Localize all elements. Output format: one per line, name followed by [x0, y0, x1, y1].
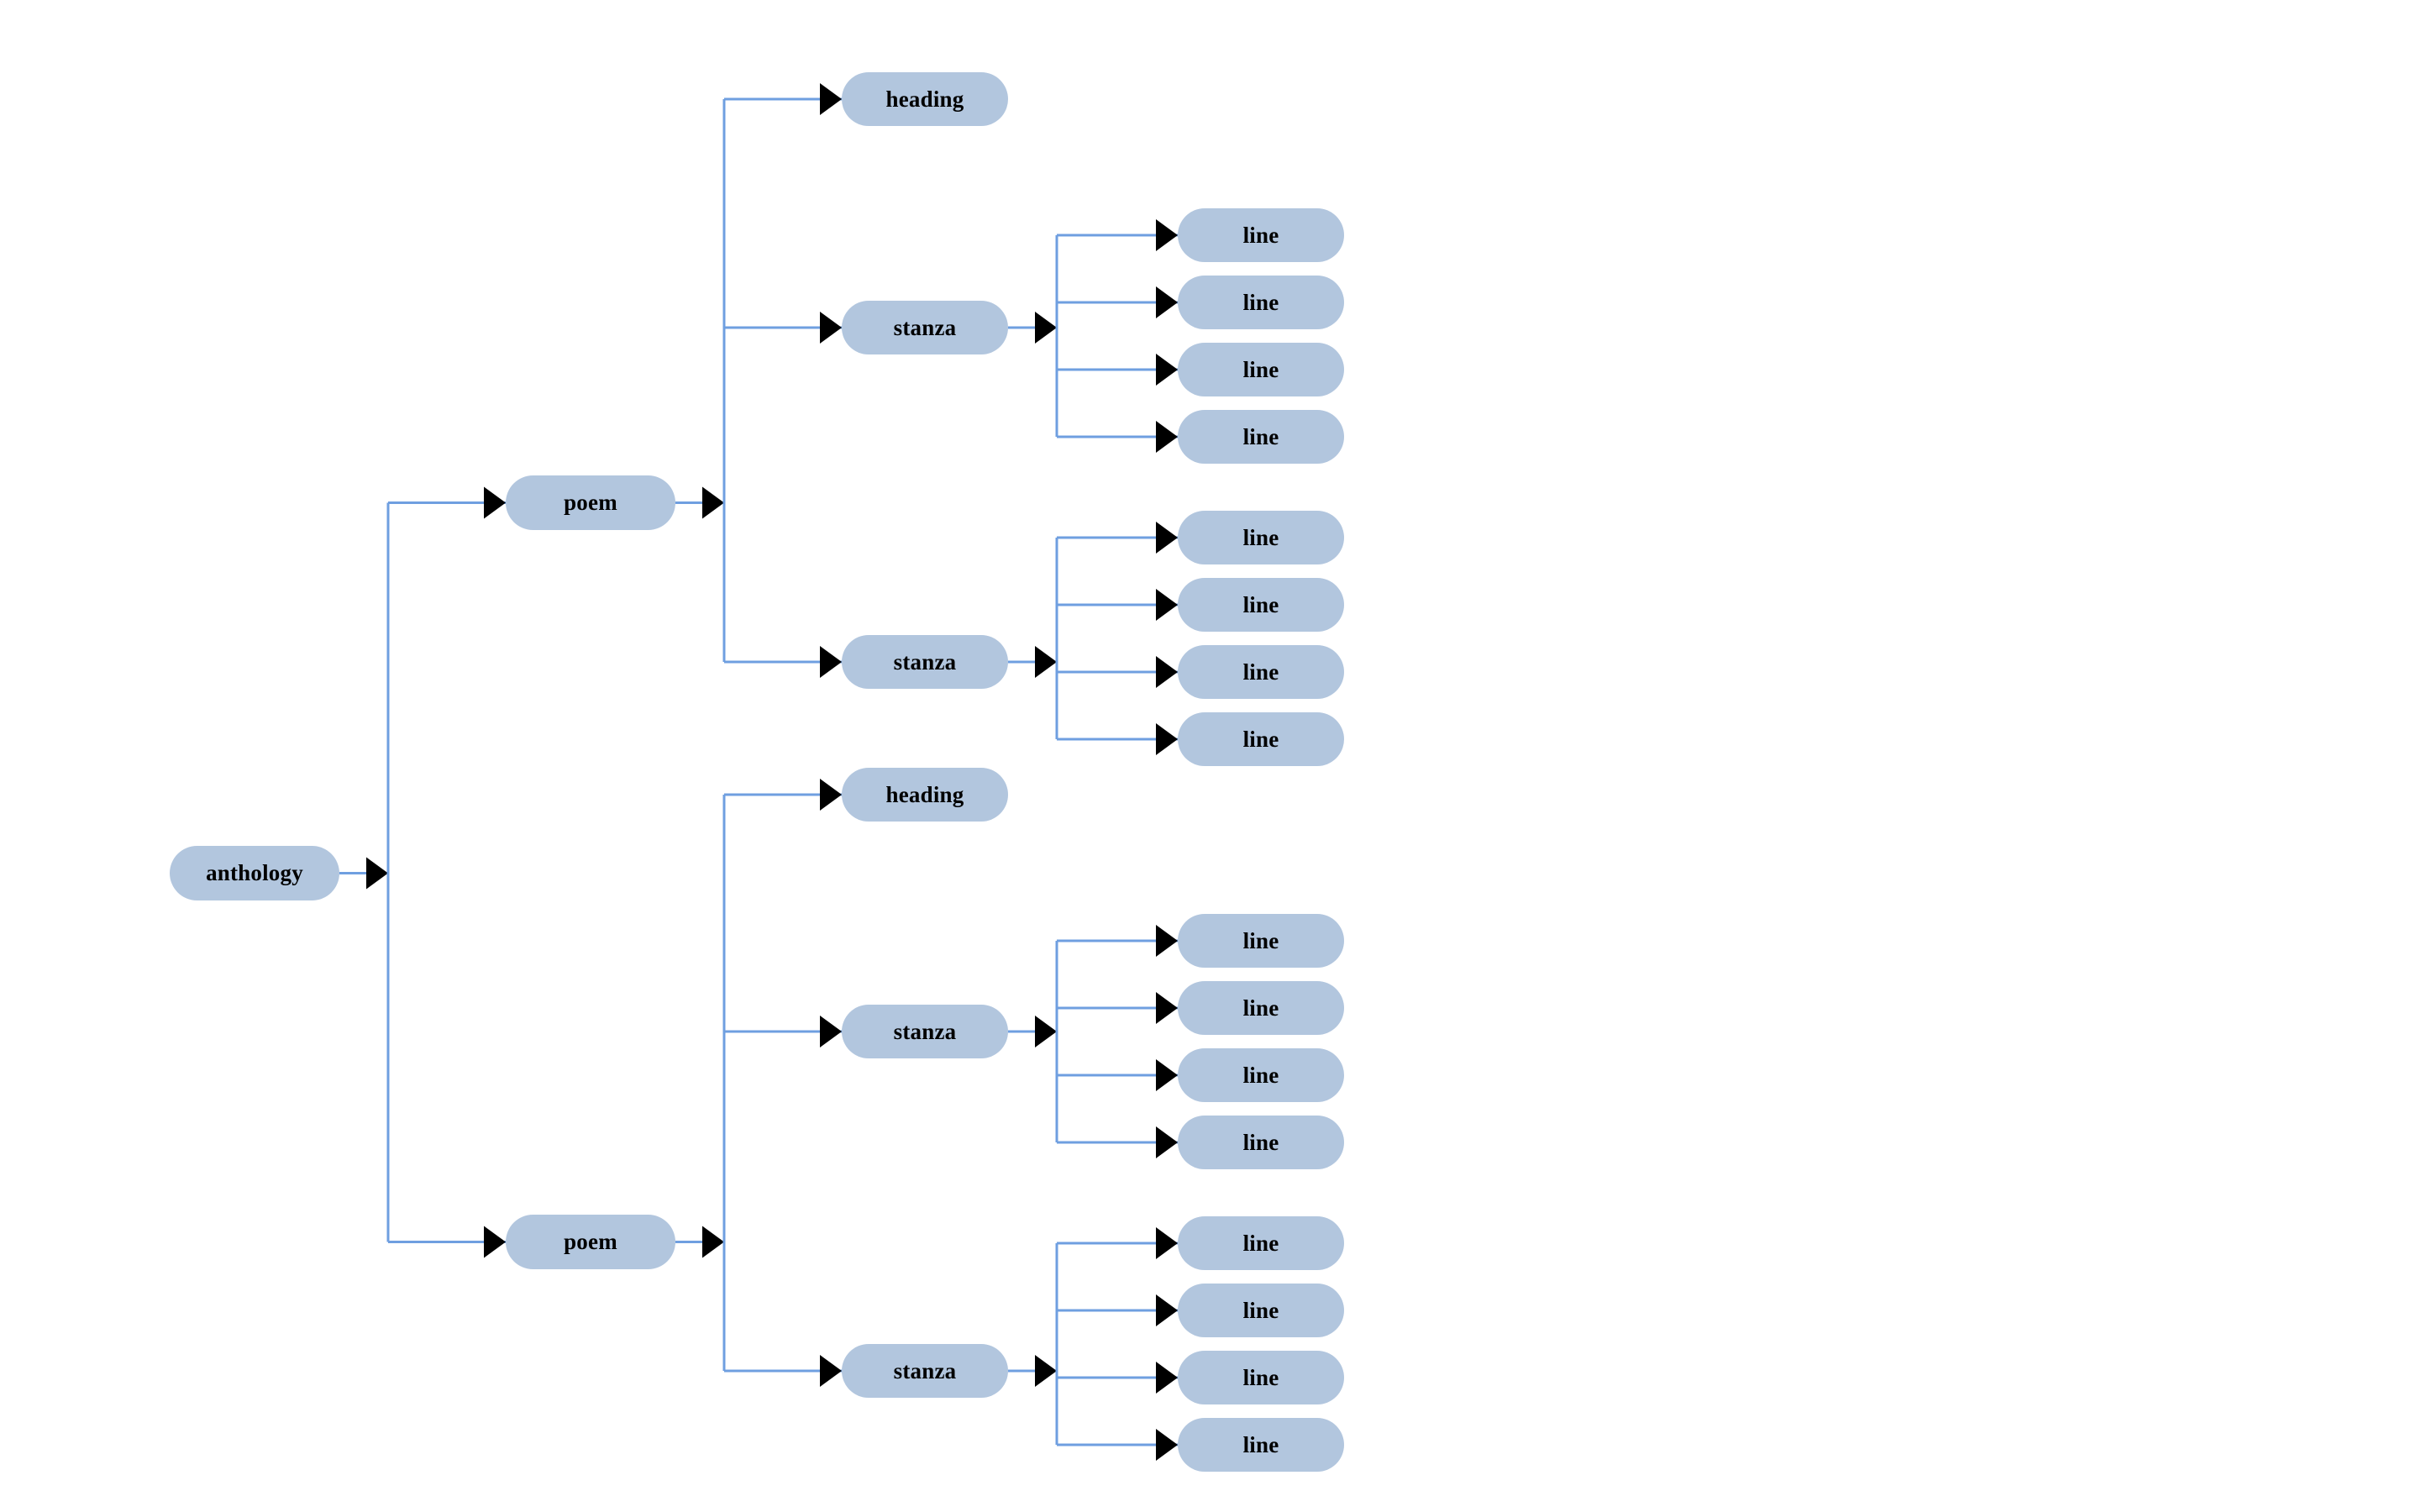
arrow-into-p2-heading: [820, 779, 842, 811]
arrow-into-p1-s1-l4: [1156, 421, 1178, 453]
node-label: line: [1242, 591, 1279, 617]
node-p1-s2-l1[interactable]: line: [1178, 511, 1344, 564]
node-p1-s1-l3[interactable]: line: [1178, 343, 1344, 396]
node-label: line: [1242, 927, 1279, 953]
arrow-into-p2-s2-l4: [1156, 1429, 1178, 1461]
arrow-into-p2-s2-l3: [1156, 1362, 1178, 1394]
node-label: line: [1242, 659, 1279, 685]
node-p2-s1-l1[interactable]: line: [1178, 914, 1344, 968]
node-label: heading: [885, 86, 964, 112]
arrow-into-p1-s1-l3: [1156, 354, 1178, 386]
node-label: line: [1242, 995, 1279, 1021]
arrow-into-bus-p2-stanza1: [1035, 1016, 1057, 1047]
node-p1-s1-l2[interactable]: line: [1178, 276, 1344, 329]
node-label: stanza: [893, 314, 957, 340]
arrow-into-p1-s1-l1: [1156, 219, 1178, 251]
arrow-into-bus-p1-stanza1: [1035, 312, 1057, 344]
node-label: anthology: [206, 860, 303, 885]
node-label: stanza: [893, 648, 957, 675]
node-label: line: [1242, 222, 1279, 248]
node-p2-heading[interactable]: heading: [842, 768, 1008, 822]
node-label: line: [1242, 1364, 1279, 1390]
node-p2-s1-l4[interactable]: line: [1178, 1116, 1344, 1169]
node-p1-s2-l2[interactable]: line: [1178, 578, 1344, 632]
node-label: poem: [564, 1229, 617, 1254]
node-anthology[interactable]: anthology: [170, 846, 339, 900]
node-label: line: [1242, 1297, 1279, 1323]
arrow-into-p2-s2-l1: [1156, 1227, 1178, 1259]
node-p2-s2-l4[interactable]: line: [1178, 1418, 1344, 1472]
node-label: line: [1242, 356, 1279, 382]
arrow-into-p2-s1-l1: [1156, 925, 1178, 957]
arrow-into-p1-s1-l2: [1156, 286, 1178, 318]
node-label: poem: [564, 490, 617, 515]
arrow-into-p1-s2-l4: [1156, 723, 1178, 755]
node-label: line: [1242, 1431, 1279, 1457]
arrow-into-p2-s1-l3: [1156, 1059, 1178, 1091]
node-poem1[interactable]: poem: [506, 475, 675, 530]
node-p2-s1-l2[interactable]: line: [1178, 981, 1344, 1035]
node-p2-stanza1[interactable]: stanza: [842, 1005, 1008, 1058]
arrow-into-p1-stanza1: [820, 312, 842, 344]
node-label: line: [1242, 1062, 1279, 1088]
arrow-into-bus-p2-stanza2: [1035, 1355, 1057, 1387]
node-p1-stanza1[interactable]: stanza: [842, 301, 1008, 354]
arrow-into-bus-p1-stanza2: [1035, 646, 1057, 678]
node-label: stanza: [893, 1357, 957, 1383]
node-p1-s1-l4[interactable]: line: [1178, 410, 1344, 464]
arrow-into-poem1: [484, 486, 506, 519]
node-p1-stanza2[interactable]: stanza: [842, 635, 1008, 689]
arrow-into-p2-s2-l2: [1156, 1294, 1178, 1326]
node-label: stanza: [893, 1018, 957, 1044]
arrow-into-p2-stanza2: [820, 1355, 842, 1387]
node-p2-s2-l2[interactable]: line: [1178, 1284, 1344, 1337]
node-p2-s1-l3[interactable]: line: [1178, 1048, 1344, 1102]
node-p1-s2-l4[interactable]: line: [1178, 712, 1344, 766]
arrow-into-bus-poem2: [702, 1226, 724, 1258]
node-label: line: [1242, 726, 1279, 752]
node-p2-s2-l1[interactable]: line: [1178, 1216, 1344, 1270]
arrow-into-bus-anthology: [366, 857, 388, 890]
node-label: line: [1242, 1230, 1279, 1256]
node-label: line: [1242, 289, 1279, 315]
node-label: line: [1242, 1129, 1279, 1155]
node-label: heading: [885, 781, 964, 807]
arrow-into-p1-heading: [820, 83, 842, 115]
arrow-into-p2-s1-l2: [1156, 992, 1178, 1024]
node-label: line: [1242, 524, 1279, 550]
arrow-into-p1-s2-l3: [1156, 656, 1178, 688]
arrow-into-bus-poem1: [702, 486, 724, 519]
arrow-into-poem2: [484, 1226, 506, 1258]
node-poem2[interactable]: poem: [506, 1215, 675, 1269]
node-p1-s2-l3[interactable]: line: [1178, 645, 1344, 699]
node-p2-stanza2[interactable]: stanza: [842, 1344, 1008, 1398]
node-p1-s1-l1[interactable]: line: [1178, 208, 1344, 262]
arrow-into-p1-s2-l1: [1156, 522, 1178, 554]
arrow-into-p1-s2-l2: [1156, 589, 1178, 621]
node-p1-heading[interactable]: heading: [842, 72, 1008, 126]
arrow-into-p1-stanza2: [820, 646, 842, 678]
arrow-into-p2-s1-l4: [1156, 1126, 1178, 1158]
node-label: line: [1242, 423, 1279, 449]
node-p2-s2-l3[interactable]: line: [1178, 1351, 1344, 1404]
arrow-into-p2-stanza1: [820, 1016, 842, 1047]
